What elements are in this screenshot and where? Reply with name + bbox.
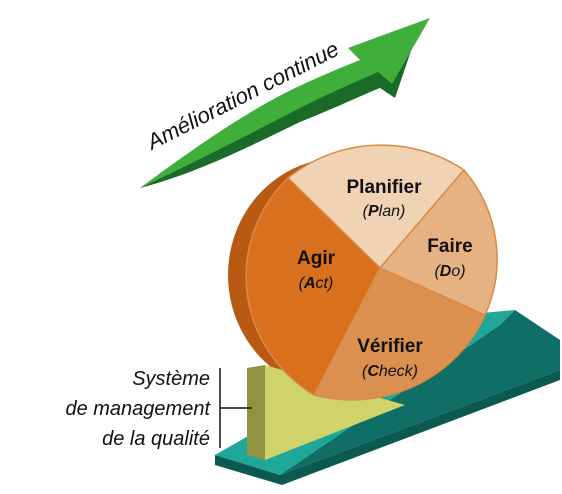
label-act: Agir (Act) <box>297 248 336 292</box>
check-label: Vérifier <box>357 336 423 357</box>
ramp-side <box>280 310 560 475</box>
qms-callout: Système de management de la qualité <box>65 368 252 450</box>
label-plan: Planifier (Plan) <box>347 177 423 220</box>
arrow-body <box>140 18 430 188</box>
qms-label-line-1: Système <box>132 368 210 390</box>
do-sublabel: (Do) <box>434 263 465 280</box>
qms-label-line-3: de la qualité <box>102 428 210 450</box>
do-label: Faire <box>427 236 472 257</box>
quadrant-do <box>378 168 498 316</box>
ramp-base <box>215 370 560 485</box>
quadrant-check <box>312 267 486 401</box>
quadrant-act <box>245 176 381 397</box>
label-do: Faire (Do) <box>427 236 472 280</box>
act-sublabel: (Act) <box>299 275 334 292</box>
improvement-arrow <box>140 18 430 188</box>
check-sublabel: (Check) <box>362 363 418 380</box>
act-label: Agir <box>297 248 336 269</box>
plan-label: Planifier <box>347 177 423 198</box>
label-check: Vérifier (Check) <box>357 336 423 380</box>
wheel-face <box>245 144 498 401</box>
qms-bracket <box>219 368 252 448</box>
quadrant-plan <box>286 144 466 270</box>
qms-label-line-2: de management <box>65 398 211 420</box>
wedge <box>247 365 405 460</box>
plan-sublabel: (Plan) <box>363 203 406 220</box>
wedge-front <box>265 365 405 460</box>
wedge-side <box>247 365 265 460</box>
